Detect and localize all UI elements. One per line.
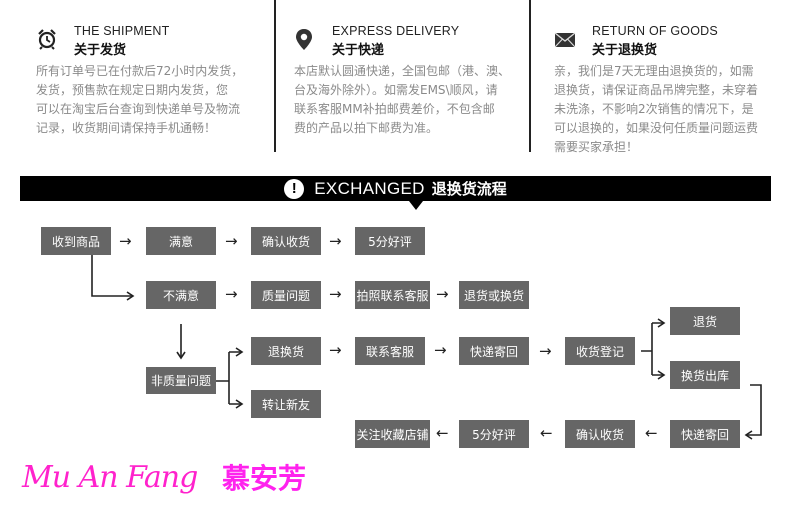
step-receipt-register: 收货登记: [565, 337, 635, 365]
step-confirm-receipt: 确认收货: [251, 227, 321, 255]
step-exchange-dispatch: 换货出库: [670, 361, 740, 389]
arrow-head: [235, 347, 244, 357]
connector-elbow: [91, 255, 132, 297]
arrow-right-icon: →: [539, 342, 552, 360]
step-five-star-review-2: 5分好评: [459, 420, 529, 448]
envelope-icon: [554, 28, 578, 52]
arrow-head: [235, 399, 244, 409]
watermark-chinese: 慕安芳: [222, 462, 307, 495]
step-unsatisfied: 不满意: [146, 281, 216, 309]
step-confirm-receipt-2: 确认收货: [565, 420, 635, 448]
step-transfer-friend: 转让新友: [251, 390, 321, 418]
arrow-right-icon: →: [329, 232, 342, 250]
body-line: 记录，收货期间请保持手机通畅！: [36, 121, 217, 135]
exclamation-icon: !: [284, 178, 305, 199]
section-banner: ! EXCHANGED 退换货流程: [20, 176, 771, 201]
body-line: 可以在淘宝后台查询到快递单号及物流: [36, 102, 241, 116]
step-photo-contact-cs: 拍照联系客服: [355, 281, 430, 309]
arrow-left-icon: ←: [540, 424, 553, 442]
arrow-head: [657, 318, 666, 328]
step-refund: 退货: [670, 307, 740, 335]
shipment-title-en: THE SHIPMENT: [74, 24, 170, 38]
watermark-script: Mu An Fang: [22, 460, 198, 495]
arrow-right-icon: →: [119, 232, 132, 250]
arrow-left-icon: ←: [645, 424, 658, 442]
step-contact-cs: 联系客服: [355, 337, 425, 365]
arrow-head: [744, 430, 753, 440]
step-receive-goods: 收到商品: [41, 227, 111, 255]
step-non-quality-issue: 非质量问题: [146, 367, 216, 394]
body-line: 费的产品以拍下邮费为准。: [294, 121, 439, 135]
return-title-zh: 关于退换货: [592, 43, 658, 58]
body-line: 可以退换的，如果没何任质量问题运费: [554, 121, 759, 135]
divider: [274, 0, 276, 152]
arrow-right-icon: →: [436, 285, 449, 303]
info-return-goods: RETURN OF GOODS 关于退换货 亲，我们是7天无理由退换货的，如需 …: [554, 0, 784, 154]
banner-title-zh: 退换货流程: [431, 180, 507, 198]
shipment-title-zh: 关于发货: [74, 43, 127, 58]
step-satisfied: 满意: [146, 227, 216, 255]
body-line: 未洗涤，不影响2次销售的情况下，是: [554, 102, 754, 116]
map-pin-icon: [294, 28, 318, 52]
connector-elbow: [747, 384, 762, 436]
arrow-right-icon: →: [329, 285, 342, 303]
step-return-or-exchange: 退货或换货: [459, 281, 529, 309]
info-express-delivery: EXPRESS DELIVERY 关于快递 本店默认圆通快递，全国包邮（港、澳、…: [294, 0, 524, 152]
body-line: 所有订单号已在付款后72小时内发货，: [36, 64, 244, 78]
body-line: 发货，预售款在规定日期内发货，您: [36, 83, 229, 97]
arrow-head: [657, 370, 666, 380]
connector-fork: [216, 351, 241, 405]
return-body: 亲，我们是7天无理由退换货的，如需 退换货，请保证商品吊牌完整，未穿着 未洗涤，…: [554, 62, 758, 157]
body-line: 退换货，请保证商品吊牌完整，未穿着: [554, 83, 759, 97]
watermark-logo: Mu An Fang 慕安芳: [22, 456, 342, 506]
info-shipment: THE SHIPMENT 关于发货 所有订单号已在付款后72小时内发货， 发货，…: [36, 0, 256, 152]
arrow-right-icon: →: [225, 285, 238, 303]
step-ship-back: 快递寄回: [459, 337, 529, 365]
express-title-zh: 关于快递: [332, 43, 385, 58]
alarm-clock-icon: [36, 28, 60, 52]
body-line: 需要买家承担！: [554, 140, 639, 154]
arrow-left-icon: ←: [436, 424, 449, 442]
banner-title-en: EXCHANGED: [314, 178, 425, 198]
return-title-en: RETURN OF GOODS: [592, 24, 718, 38]
shipment-body: 所有订单号已在付款后72小时内发货， 发货，预售款在规定日期内发货，您 可以在淘…: [36, 62, 243, 138]
step-follow-store: 关注收藏店铺: [355, 420, 430, 448]
arrow-right-icon: →: [434, 341, 447, 359]
banner-pointer: [409, 201, 423, 210]
arrow-right-icon: →: [225, 232, 238, 250]
arrow-right-icon: →: [329, 341, 342, 359]
body-line: 亲，我们是7天无理由退换货的，如需: [554, 64, 754, 78]
step-five-star-review: 5分好评: [355, 227, 425, 255]
body-line: 联系客服MM补拍邮费差价，不包含邮: [294, 102, 495, 116]
express-body: 本店默认圆通快递，全国包邮（港、澳、 台及海外除外）。如需发EMS\顺风，请 联…: [294, 62, 510, 138]
arrow-head: [126, 291, 135, 301]
express-title-en: EXPRESS DELIVERY: [332, 24, 460, 38]
divider: [529, 0, 531, 152]
step-quality-issue: 质量问题: [251, 281, 321, 309]
arrow-head: [176, 351, 186, 360]
body-line: 本店默认圆通快递，全国包邮（港、澳、: [294, 64, 511, 78]
body-line: 台及海外除外）。如需发EMS\顺风，请: [294, 83, 498, 97]
connector-fork: [641, 322, 663, 376]
step-return-exchange: 退换货: [251, 337, 321, 365]
step-ship-back-2: 快递寄回: [670, 420, 740, 448]
